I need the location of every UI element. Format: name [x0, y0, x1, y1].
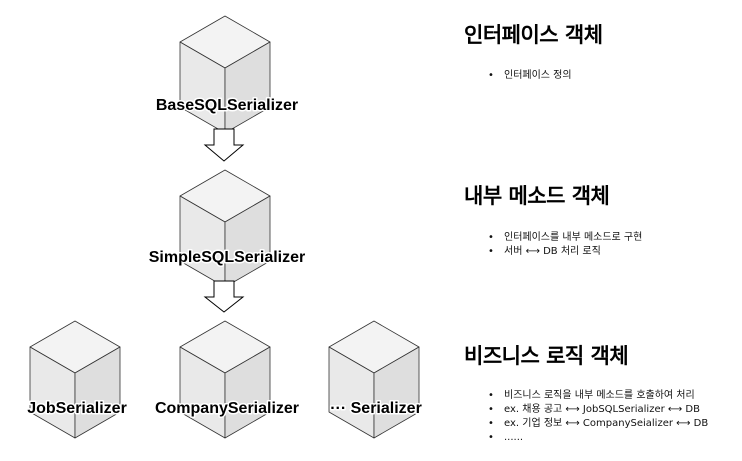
- list-item: •서버 ⟷ DB 처리 로직: [488, 246, 601, 257]
- list-item: •ex. 채용 공고 ⟷ JobSQLSerializer ⟷ DB: [488, 404, 700, 415]
- down-arrow: [203, 280, 245, 313]
- cube-company: CompanySerializer: [153, 320, 301, 439]
- interface-object-section: 인터페이스 객체 •인터페이스 정의: [464, 22, 742, 83]
- bullet-list: •인터페이스를 내부 메소드로 구현 •서버 ⟷ DB 처리 로직: [464, 231, 742, 259]
- section-title: 내부 메소드 객체: [464, 184, 610, 208]
- bullet-list: •인터페이스 정의: [464, 69, 742, 83]
- section-title: 인터페이스 객체: [464, 23, 603, 47]
- bullet-list: •비즈니스 로직을 내부 메소드를 호출하여 처리 •ex. 채용 공고 ⟷ J…: [464, 389, 742, 445]
- list-item: •비즈니스 로직을 내부 메소드를 호출하여 처리: [488, 390, 695, 401]
- list-item: •인터페이스를 내부 메소드로 구현: [488, 232, 643, 243]
- down-arrow: [203, 128, 245, 162]
- cube-base: BaseSQLSerializer: [154, 15, 300, 134]
- cube-label: JobSerializer: [27, 400, 127, 417]
- cube-label: ··· Serializer: [330, 400, 422, 417]
- section-title: 비즈니스 로직 객체: [464, 344, 629, 368]
- cube-simple: SimpleSQLSerializer: [147, 169, 307, 288]
- cube-job: JobSerializer: [26, 320, 128, 439]
- cube-label: CompanySerializer: [155, 400, 299, 417]
- list-item: •......: [488, 432, 524, 443]
- cube-label: BaseSQLSerializer: [156, 97, 298, 114]
- inner-method-object-section: 내부 메소드 객체 •인터페이스를 내부 메소드로 구현 •서버 ⟷ DB 처리…: [464, 183, 742, 259]
- cube-label: SimpleSQLSerializer: [149, 249, 306, 266]
- list-item: •인터페이스 정의: [488, 70, 572, 81]
- cube-etc: ··· Serializer: [328, 320, 423, 439]
- business-logic-object-section: 비즈니스 로직 객체 •비즈니스 로직을 내부 메소드를 호출하여 처리 •ex…: [464, 343, 742, 445]
- list-item: •ex. 기업 정보 ⟷ CompanySeializer ⟷ DB: [488, 418, 709, 429]
